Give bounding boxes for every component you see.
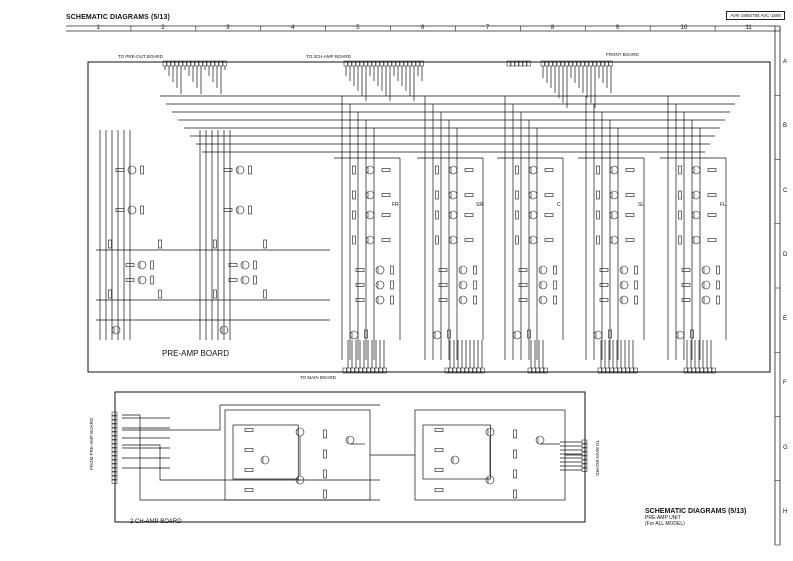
connector-label-from-pre-amp: FROM PRE-AMP BOARD [89, 417, 94, 470]
column-label: 1 [96, 25, 100, 31]
column-label: 9 [615, 25, 620, 31]
connector-front [540, 60, 613, 67]
row-label: G [783, 444, 788, 451]
page-title: SCHEMATIC DIAGRAMS (5/13) [66, 14, 170, 21]
column-label: 5 [356, 25, 360, 31]
column-label: 7 [485, 25, 490, 31]
row-label: F [783, 380, 787, 387]
row-label: H [783, 508, 788, 515]
row-label: D [783, 251, 788, 258]
footer-title: SCHEMATIC DIAGRAMS (5/13) [645, 508, 747, 515]
connector-main-4 [597, 367, 638, 374]
channel-label-fl: FL [720, 202, 726, 208]
channel-label-c: C [557, 202, 561, 208]
footer-caption: SCHEMATIC DIAGRAMS (5/13) PRE-AMP UNIT (… [645, 508, 746, 527]
row-label: A [783, 59, 788, 66]
column-label: 10 [680, 25, 688, 31]
connector-main-5 [683, 367, 716, 374]
connector-misc [506, 60, 531, 67]
row-label: B [783, 123, 788, 130]
channel-label-fr: FR [392, 202, 399, 208]
model-label: AVR-1906/785 AVC-1590 [726, 11, 785, 20]
column-label: 2 [161, 25, 165, 31]
connector-2ch-in [111, 411, 118, 484]
two-ch-amp-board-label: 2 CH-AMP BOARD [130, 519, 182, 525]
connector-pre-out [162, 60, 227, 67]
row-label: E [783, 316, 788, 323]
footer-unit: PRE-AMP UNIT [645, 515, 681, 521]
connector-main-2 [444, 367, 485, 374]
connector-label-pre-out: TO PRE-OUT BOARD [118, 54, 163, 59]
column-label: 3 [226, 25, 230, 31]
connector-main-3 [527, 367, 548, 374]
connector-label-front: FRONT BOARD [606, 52, 639, 57]
connector-label-main-right: TO MAIN BOARD [595, 440, 600, 476]
connector-label-3ch-amp: TO 3CH-AMP BOARD [306, 54, 351, 59]
pre-amp-board-label: PRE-AMP BOARD [162, 349, 229, 358]
column-label: 8 [550, 25, 555, 31]
column-label: 11 [745, 25, 752, 31]
channel-label-sl: SL [638, 202, 645, 208]
two-ch-amp-board-outline [114, 391, 586, 523]
row-label: C [783, 187, 788, 194]
column-label: 4 [291, 25, 295, 31]
channel-label-sr: SR [476, 202, 483, 208]
pre-amp-board-outline [87, 61, 771, 373]
connector-label-main: TO MAIN BOARD [300, 375, 336, 380]
connector-3ch-amp [343, 60, 424, 67]
connector-2ch-out [581, 439, 588, 472]
footer-model: (For ALL MODEL) [645, 521, 685, 527]
column-label: 6 [421, 25, 425, 31]
connector-main-1 [342, 367, 387, 374]
